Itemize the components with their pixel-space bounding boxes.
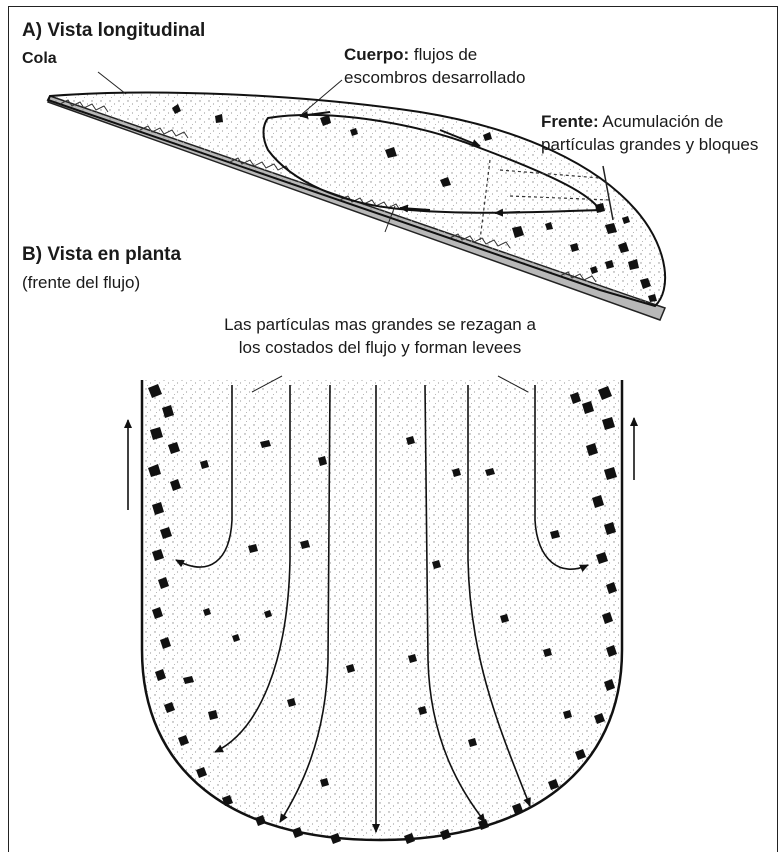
body-label-bold: Cuerpo: (344, 45, 409, 64)
tail-leader-line (98, 72, 126, 94)
front-label-line1: Frente: Acumulación de (541, 111, 723, 133)
longitudinal-view (48, 72, 665, 320)
body-label-line2: escombros desarrollado (344, 67, 525, 89)
tail-label: Cola (22, 48, 57, 70)
front-label-bold: Frente: (541, 112, 599, 131)
front-label-text: Acumulación de (602, 112, 723, 131)
front-label-line2: partículas grandes y bloques (541, 134, 777, 156)
body-label-line1: Cuerpo: flujos de (344, 44, 477, 66)
body-label-text: flujos de (414, 45, 477, 64)
section-b-title: B) Vista en planta (22, 244, 181, 266)
levee-note-line2: los costados del flujo y forman levees (180, 337, 580, 359)
levee-note-line1: Las partículas mas grandes se rezagan a (180, 314, 580, 336)
flow-lobe (142, 380, 622, 840)
section-a-title: A) Vista longitudinal (22, 20, 205, 42)
plan-view (128, 376, 634, 844)
section-b-subtitle: (frente del flujo) (22, 272, 140, 294)
